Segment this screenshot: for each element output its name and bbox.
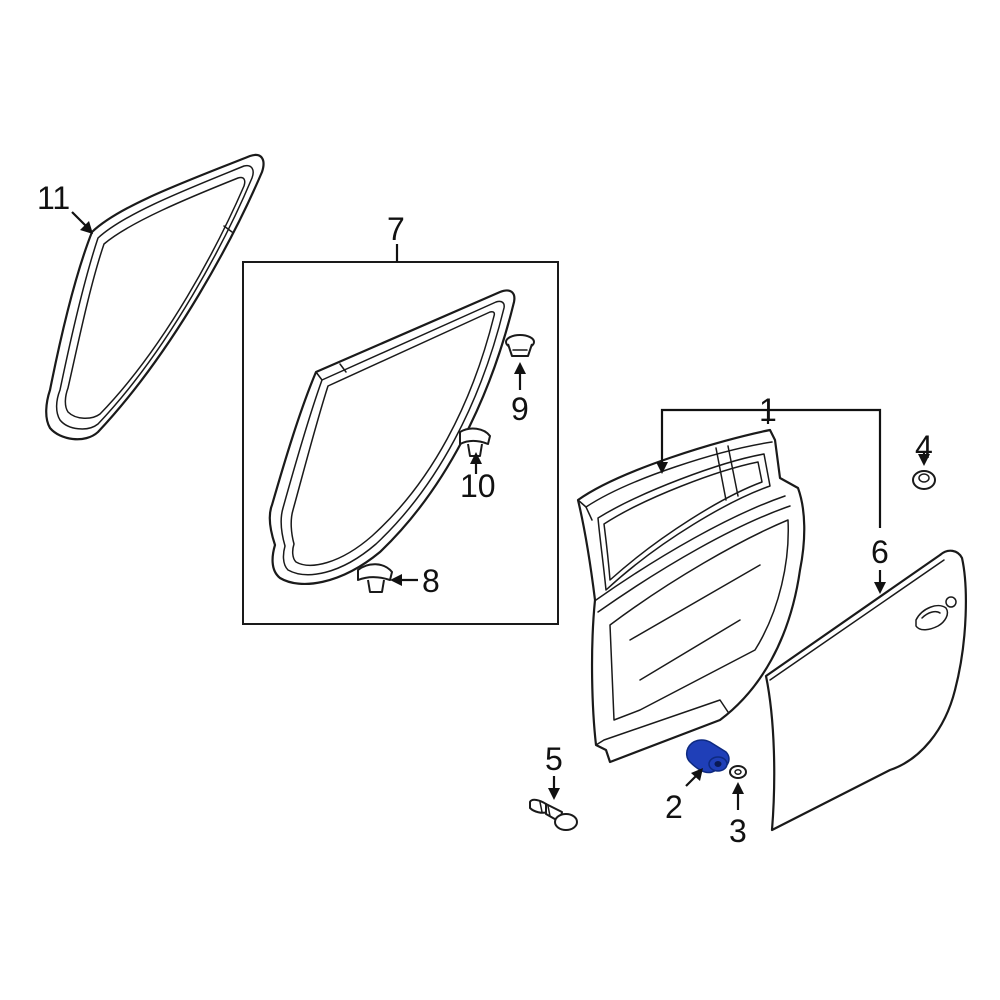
callout-9: 9 bbox=[511, 391, 529, 427]
callout-1: 1 bbox=[759, 392, 777, 428]
part-8-clip[interactable] bbox=[357, 563, 393, 593]
part-10-clip[interactable] bbox=[459, 427, 491, 457]
part-3-washer[interactable] bbox=[729, 765, 747, 779]
callout-5: 5 bbox=[545, 741, 563, 777]
part-9-clip[interactable] bbox=[505, 334, 535, 357]
callout-11: 11 bbox=[37, 180, 70, 216]
callout-10: 10 bbox=[460, 468, 496, 504]
part-4-grommet[interactable] bbox=[912, 470, 936, 490]
leader-lines bbox=[71, 211, 930, 810]
callout-4: 4 bbox=[915, 429, 933, 465]
part-5-bolt[interactable] bbox=[529, 798, 578, 831]
part-2-highlighted-part[interactable] bbox=[685, 739, 730, 774]
callout-8: 8 bbox=[422, 563, 440, 599]
part-7-group-box bbox=[242, 261, 559, 625]
part-1-door-shell[interactable] bbox=[576, 428, 806, 764]
part-6-door-skin[interactable] bbox=[764, 549, 967, 832]
part-7-door-weatherstrip[interactable] bbox=[268, 289, 516, 585]
callout-7: 7 bbox=[387, 211, 405, 247]
callout-3: 3 bbox=[729, 813, 747, 849]
callout-6: 6 bbox=[871, 534, 889, 570]
callout-2: 2 bbox=[665, 789, 683, 825]
part-11-quarter-glass-seal[interactable] bbox=[45, 153, 265, 441]
